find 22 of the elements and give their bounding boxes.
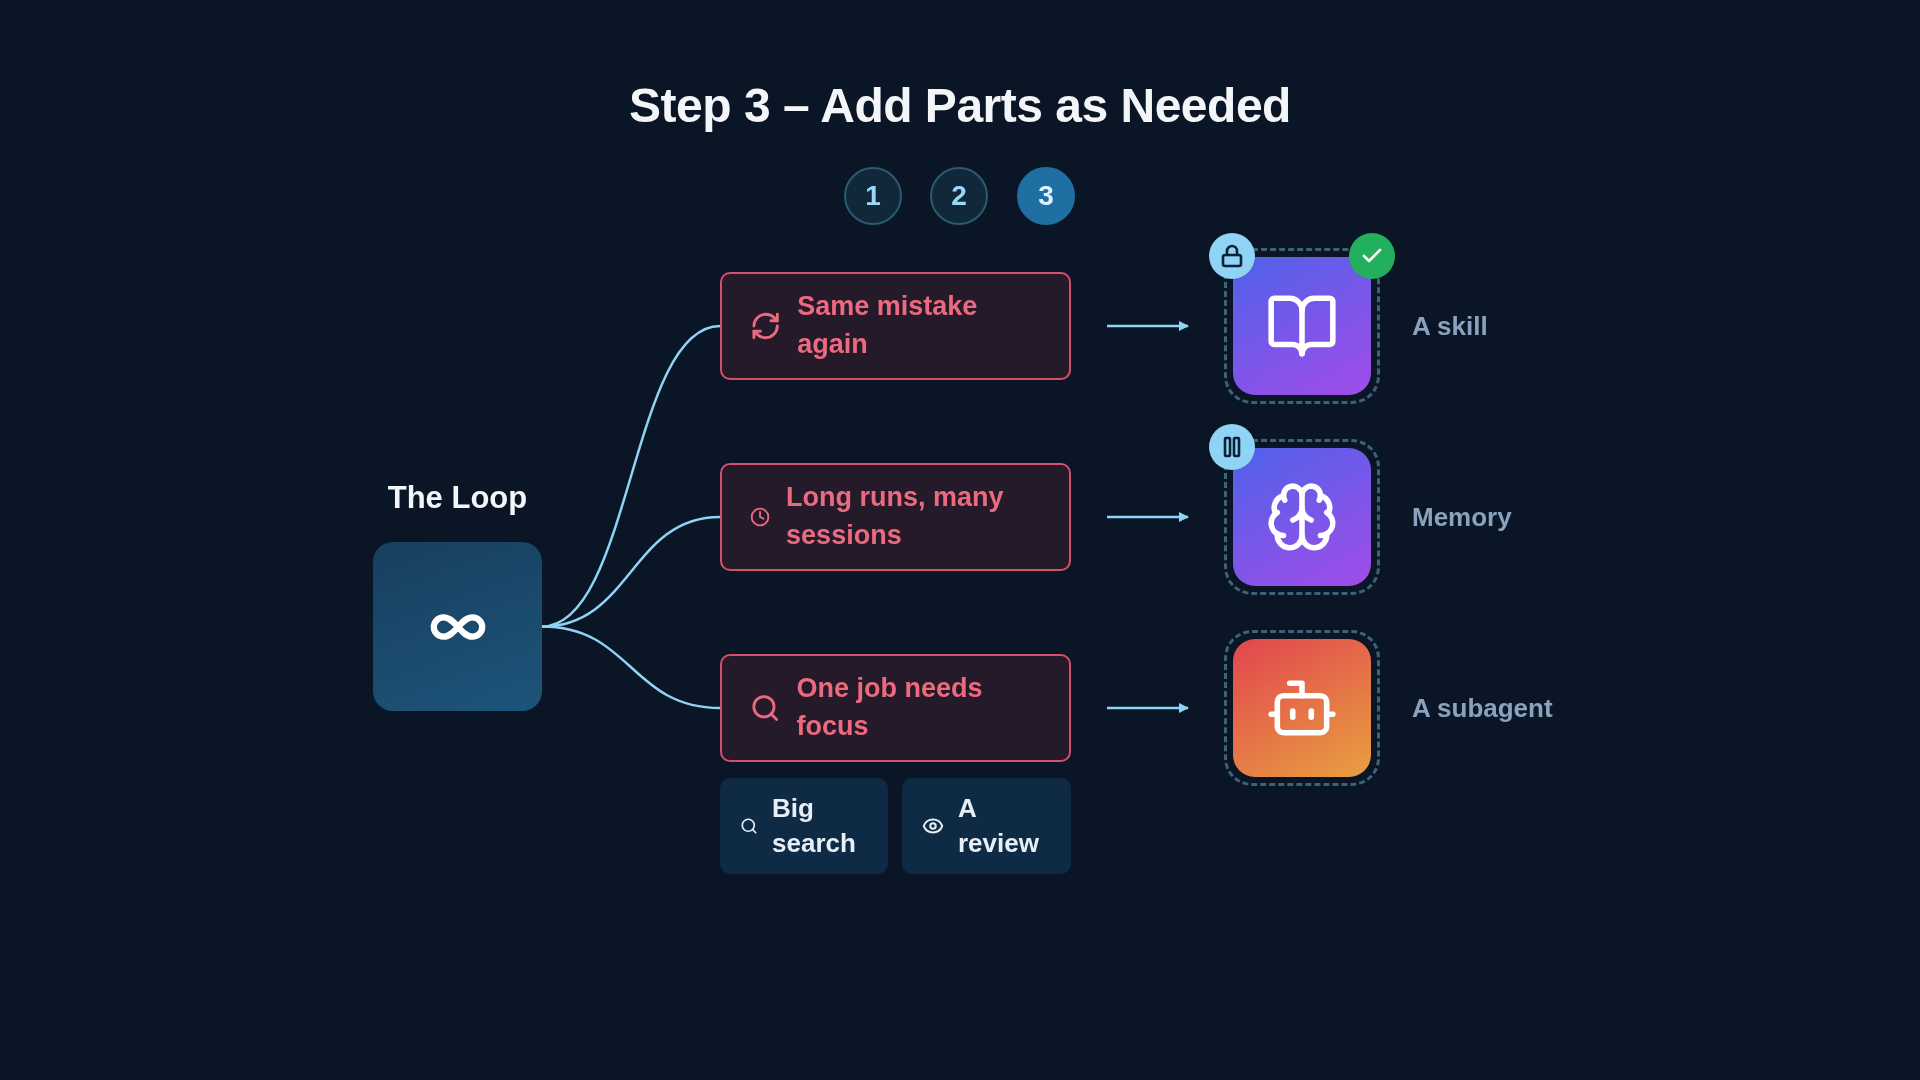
task-chip — [720, 778, 888, 874]
problem-text: One job needs focus — [796, 673, 983, 741]
node-heading: The Loop — [386, 480, 529, 516]
arrow — [1107, 321, 1189, 331]
problem-text: Same mistake again — [797, 291, 978, 359]
step-number: 1 — [844, 167, 902, 225]
problem-text: Long runs, many sessions — [786, 482, 1004, 550]
part-label: A skill — [1412, 311, 1488, 342]
connector-curve — [541, 625, 721, 710]
problem-box — [720, 272, 1071, 380]
part-label: Memory — [1412, 502, 1512, 533]
arrow — [1107, 703, 1189, 713]
diagram-title: Step 3 – Add Parts as Needed — [628, 78, 1292, 133]
chip-text: Big search — [772, 792, 856, 858]
step-number: 2 — [930, 167, 988, 225]
part-label: A subagent — [1412, 693, 1553, 724]
task-chip — [902, 778, 1071, 874]
arrow — [1107, 512, 1189, 522]
chip-text: A review — [957, 792, 1039, 858]
step-number: 3 — [1017, 167, 1075, 225]
problem-box — [720, 654, 1071, 762]
problem-box — [720, 463, 1071, 571]
